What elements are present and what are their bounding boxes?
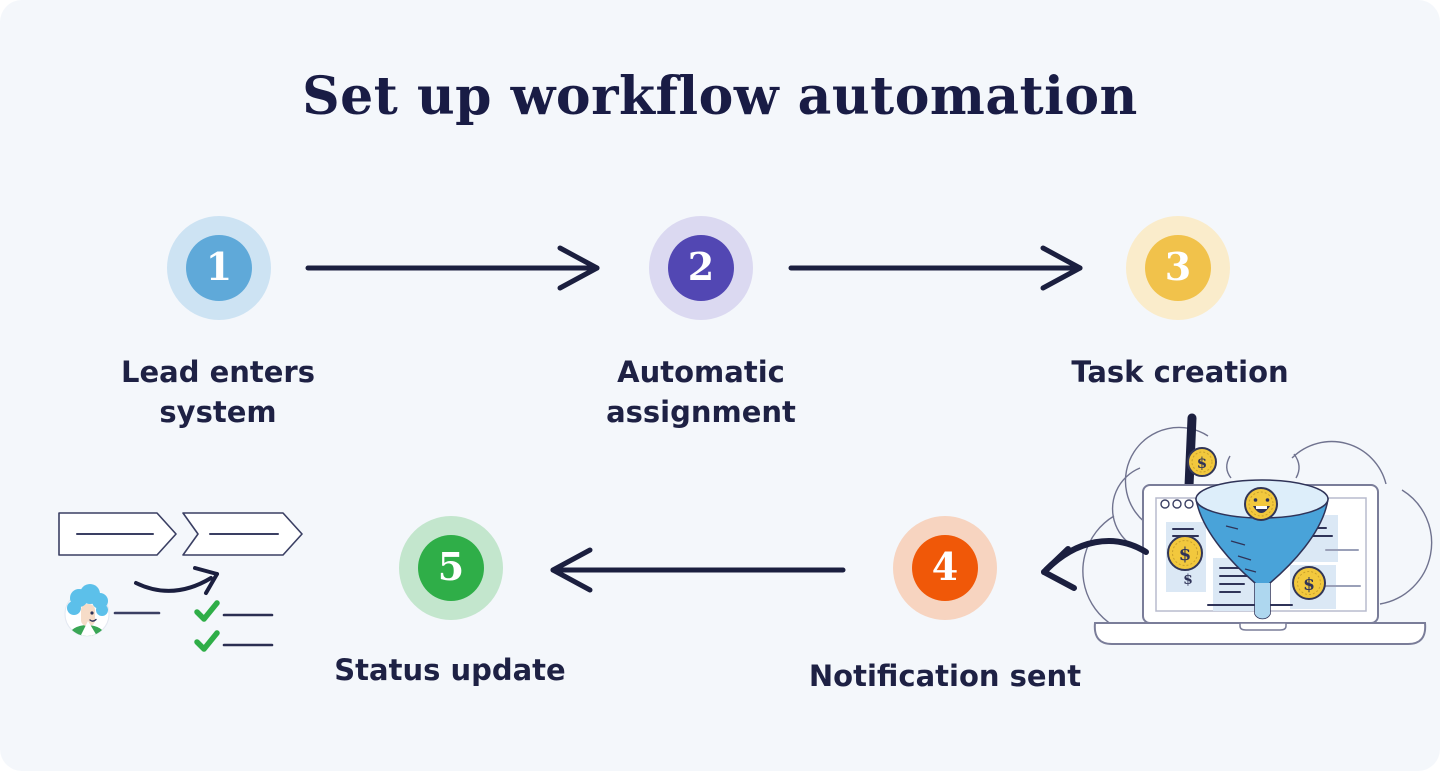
arrow-step2-to-step3	[788, 245, 1083, 291]
task-drop-line	[1184, 413, 1197, 491]
step-4-badge: 4	[893, 516, 997, 620]
screen-faint-lines	[1325, 549, 1361, 587]
check-item-lines	[222, 613, 274, 647]
svg-text:$: $	[1179, 544, 1192, 565]
step-2-label: Automatic assignment	[606, 355, 796, 430]
dollar-coin-icon: $ $	[1167, 535, 1203, 588]
svg-text:$: $	[1303, 575, 1315, 595]
step-5-badge: 5	[399, 516, 503, 620]
laptop-funnel-illustration: $ $ $ $	[1082, 413, 1433, 645]
curved-arrow-icon	[134, 566, 219, 595]
step-3-label: Task creation	[1071, 355, 1289, 389]
check-icons	[194, 600, 220, 652]
laptop-base	[1093, 622, 1427, 645]
page-title: Set up workflow automation	[302, 66, 1138, 127]
funnel-hatches	[1225, 525, 1257, 573]
step-4-label: Notification sent	[808, 659, 1082, 693]
step-2-number: 2	[668, 235, 734, 301]
browser-dots-icon	[1160, 499, 1194, 509]
coins: $ $ $ $	[1167, 447, 1326, 600]
laptop-notch	[1239, 622, 1287, 631]
avatar-hair	[67, 584, 108, 616]
arrow-illustration-to-step4	[1041, 538, 1149, 591]
step-1-badge: 1	[167, 216, 271, 320]
step-1-number: 1	[186, 235, 252, 301]
svg-text:$: $	[1183, 572, 1193, 588]
arrow-step1-to-step2	[305, 245, 600, 291]
step-5-label: Status update	[334, 653, 566, 687]
svg-text:$: $	[1197, 454, 1207, 472]
smiley-coin-icon	[1244, 487, 1278, 521]
arrow-step4-to-step5	[550, 547, 846, 593]
checklist-illustration	[58, 512, 303, 652]
dollar-coin-icon: $	[1187, 447, 1217, 477]
step-3-badge: 3	[1126, 216, 1230, 320]
step-5-number: 5	[418, 535, 484, 601]
step-1-label: Lead enters system	[121, 355, 315, 430]
avatar	[64, 584, 110, 637]
step-3-number: 3	[1145, 235, 1211, 301]
dollar-coin-icon: $	[1292, 566, 1326, 600]
step-2-badge: 2	[649, 216, 753, 320]
step-4-number: 4	[912, 535, 978, 601]
